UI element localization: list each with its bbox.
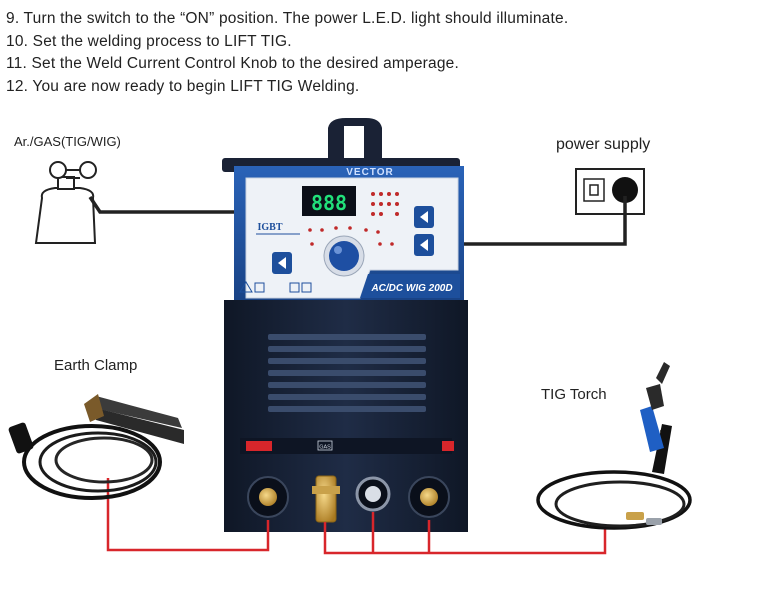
machine-handle [328,118,382,162]
tig-torch-label: TIG Torch [541,386,607,403]
tig-torch-icon [536,362,692,530]
power-outlet-icon [575,168,645,215]
amperage-display [302,186,356,216]
instruction-list: 9. Turn the switch to the “ON” position.… [6,8,568,98]
status-led-array [308,192,399,246]
earth-clamp-label: Earth Clamp [54,357,138,374]
gas-cylinder-icon [34,161,97,244]
power-cable [462,196,627,246]
instruction-step-9: 9. Turn the switch to the “ON” position.… [6,10,569,27]
current-knob-icon[interactable] [323,235,365,277]
instruction-step-11: 11. Set the Weld Current Control Knob to… [6,55,459,72]
power-supply-label: power supply [556,136,651,153]
gas-outlet-connector[interactable] [312,475,340,523]
negative-terminal[interactable] [408,476,450,518]
process-select-button[interactable] [414,206,434,228]
positive-terminal[interactable] [247,476,289,518]
control-socket[interactable] [355,476,391,512]
instruction-step-12: 12. You are now ready to begin LIFT TIG … [6,77,360,95]
display-value: 888 [311,191,347,215]
earth-clamp-icon [8,394,184,500]
brand-label: VECTOR [346,167,394,178]
pulse-select-button[interactable] [272,252,292,274]
model-label: AC/DC WIG 200D [370,283,452,294]
gas-port-label: GAS [319,445,331,451]
connection-wires [106,478,607,555]
certification-marks [239,281,312,293]
igbt-badge: IGBT [257,222,282,233]
mode-select-button[interactable] [414,234,434,256]
instruction-step-10: 10. Set the welding process to LIFT TIG. [6,32,292,50]
gas-label: Ar./GAS(TIG/WIG) [14,134,121,149]
